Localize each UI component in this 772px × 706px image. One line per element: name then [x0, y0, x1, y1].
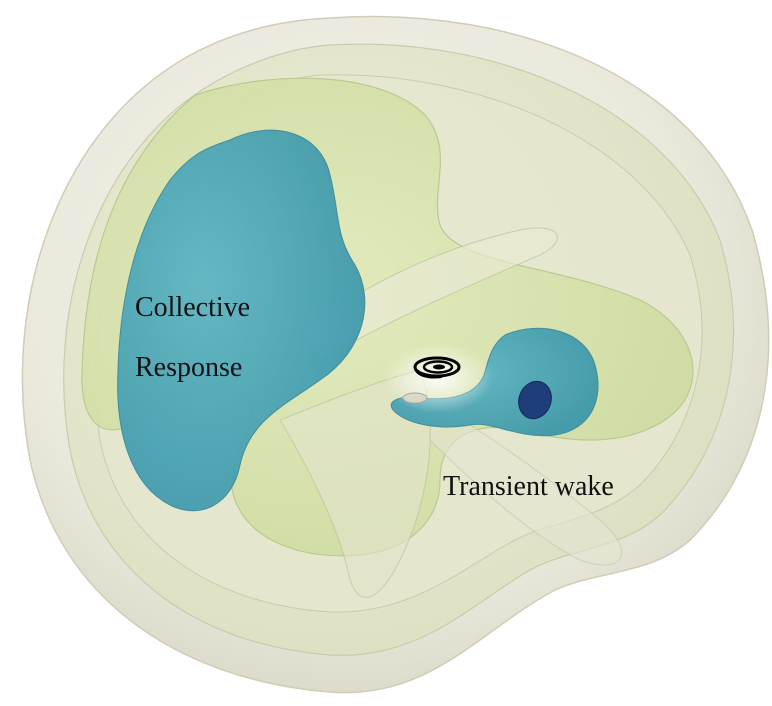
satellite-disk [403, 393, 427, 403]
collective-label-line1: Collective [135, 292, 250, 323]
transient-wake-label: Transient wake [443, 471, 614, 502]
collective-label-line2: Response [135, 352, 242, 383]
